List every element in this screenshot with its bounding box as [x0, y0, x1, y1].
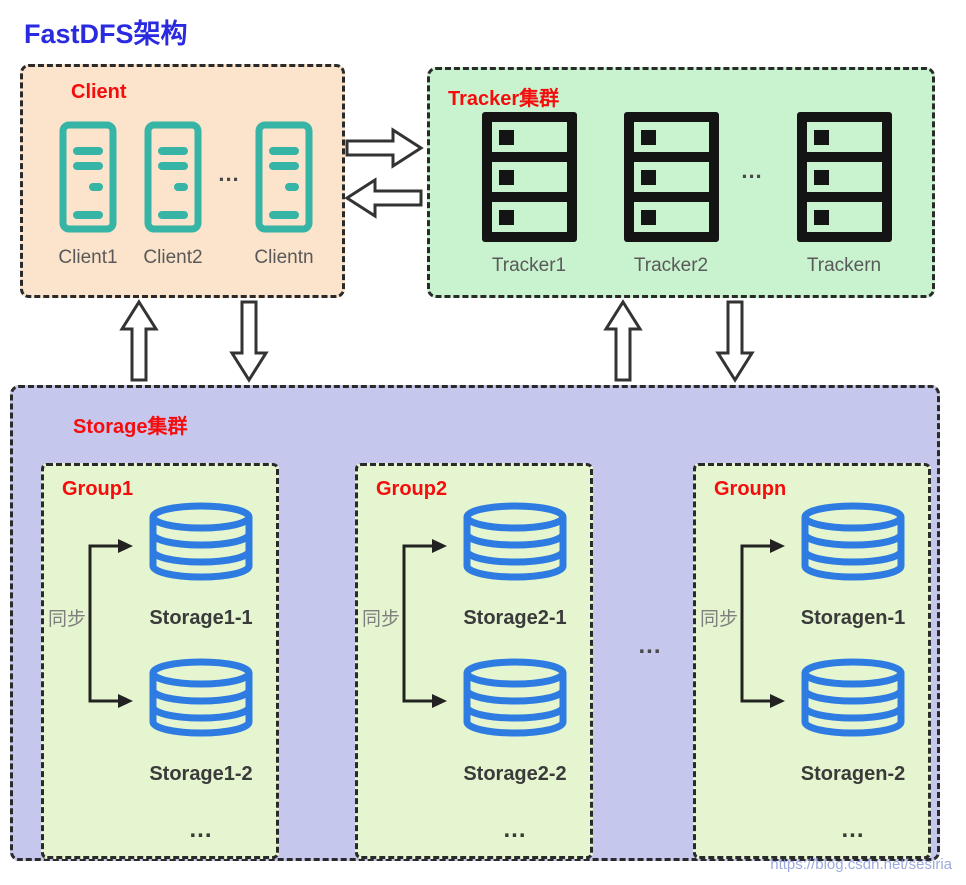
- storage-node: Storagen-1: [788, 502, 918, 630]
- rack-icon: [482, 112, 577, 242]
- tracker-node-label: Tracker1: [491, 255, 567, 276]
- tracker-box-title: Tracker集群: [448, 88, 560, 110]
- database-icon: [798, 658, 908, 743]
- arrow-right-icon: [344, 126, 424, 170]
- page-title: FastDFS架构: [24, 19, 188, 49]
- tracker-node-label: Trackern: [806, 255, 882, 276]
- group-box-1: Group1 同步 Storage1-1 Storage1-2 ...: [41, 463, 279, 859]
- group-ellipsis: ...: [841, 816, 865, 843]
- storage-node: Storagen-2: [788, 658, 918, 786]
- arrow-left-icon: [344, 176, 424, 220]
- group-box-2: Group2 同步 Storage2-1 Storage2-2 ...: [355, 463, 593, 859]
- storage-node-label: Storagen-1: [800, 607, 906, 629]
- client-node: Client1: [51, 121, 125, 269]
- sync-bracket-arrow-icon: [396, 536, 452, 716]
- client-node: Client2: [136, 121, 210, 269]
- sync-label: 同步: [362, 609, 401, 630]
- storage-node: Storage1-2: [136, 658, 266, 786]
- database-icon: [460, 658, 570, 743]
- server-icon: [144, 121, 202, 233]
- client-node-label: Client2: [143, 247, 203, 268]
- tracker-node: Trackern: [789, 112, 899, 277]
- sync-label: 同步: [700, 609, 739, 630]
- group-title: Groupn: [714, 478, 787, 500]
- watermark-url: https://blog.csdn.net/sesiria: [770, 856, 952, 873]
- database-icon: [146, 502, 256, 587]
- storage-box-title: Storage集群: [73, 416, 188, 438]
- storage-node-label: Storagen-2: [800, 763, 906, 785]
- sync-bracket-arrow-icon: [734, 536, 790, 716]
- storage-ellipsis: ...: [638, 632, 662, 659]
- storage-node-label: Storage1-2: [149, 763, 253, 785]
- group-ellipsis: ...: [503, 816, 527, 843]
- database-icon: [146, 658, 256, 743]
- storage-node: Storage2-1: [450, 502, 580, 630]
- client-ellipsis: ...: [218, 161, 240, 186]
- client-box: Client Client1 Client2 Clientn ...: [20, 64, 345, 298]
- server-icon: [59, 121, 117, 233]
- group-title: Group1: [62, 478, 134, 500]
- database-icon: [798, 502, 908, 587]
- tracker-box: Tracker集群 Tracker1 Tracker2 Trackern ...: [427, 67, 935, 298]
- arrow-down-icon: [229, 299, 269, 383]
- rack-icon: [624, 112, 719, 242]
- client-node: Clientn: [247, 121, 321, 269]
- tracker-node-label: Tracker2: [633, 255, 709, 276]
- client-node-label: Client1: [58, 247, 118, 268]
- storage-node-label: Storage2-2: [463, 763, 567, 785]
- storage-node-label: Storage2-1: [463, 607, 567, 629]
- server-icon: [255, 121, 313, 233]
- group-ellipsis: ...: [189, 816, 213, 843]
- storage-node: Storage2-2: [450, 658, 580, 786]
- rack-icon: [797, 112, 892, 242]
- client-box-title: Client: [71, 81, 127, 103]
- tracker-node: Tracker1: [474, 112, 584, 277]
- sync-label: 同步: [48, 609, 87, 630]
- arrow-down-icon: [715, 299, 755, 383]
- sync-bracket-arrow-icon: [82, 536, 138, 716]
- tracker-ellipsis: ...: [741, 158, 763, 183]
- storage-box: Storage集群 Group1 同步 Storage1-1 Storage1-…: [10, 385, 940, 861]
- arrow-up-icon: [119, 299, 159, 383]
- group-box-n: Groupn 同步 Storagen-1 Storagen-2 ...: [693, 463, 931, 859]
- tracker-node: Tracker2: [616, 112, 726, 277]
- storage-node-label: Storage1-1: [149, 607, 253, 629]
- group-title: Group2: [376, 478, 448, 500]
- client-node-label: Clientn: [254, 247, 314, 268]
- arrow-up-icon: [603, 299, 643, 383]
- database-icon: [460, 502, 570, 587]
- storage-node: Storage1-1: [136, 502, 266, 630]
